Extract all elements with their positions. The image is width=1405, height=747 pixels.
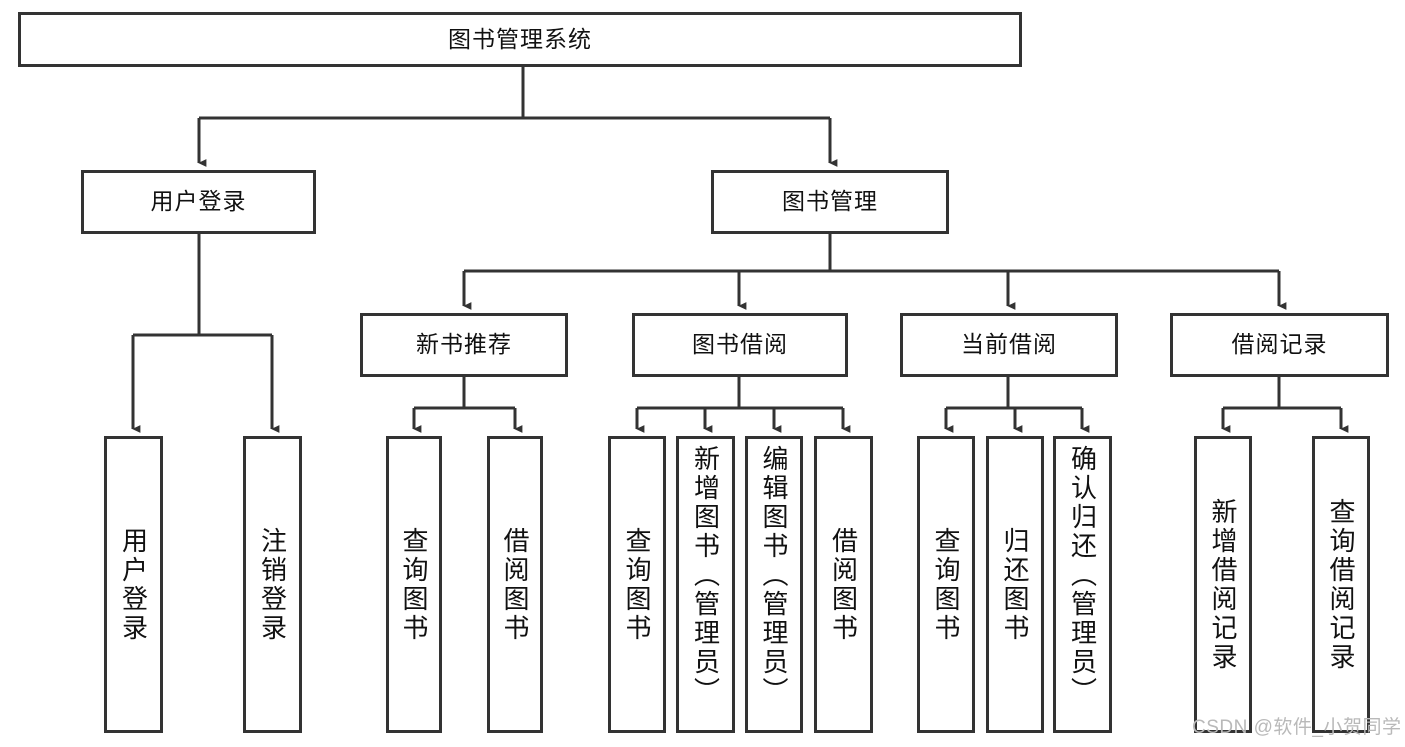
leaf-confirm-return-label: 确认归还（管理员） [1067, 445, 1098, 706]
leaf-add-book-label: 新增图书（管理员） [690, 445, 721, 706]
node-user-login-label: 用户登录 [150, 188, 247, 215]
node-root-label: 图书管理系统 [448, 25, 592, 52]
node-book-borrow-label: 图书借阅 [692, 331, 788, 358]
node-new-book-rec[interactable]: 新书推荐 [360, 313, 568, 377]
node-book-borrow[interactable]: 图书借阅 [632, 313, 848, 377]
csdn-watermark: CSDN @软件_小贺同学 [1192, 717, 1402, 738]
leaf-query-book-3[interactable]: 查询图书 [917, 436, 975, 733]
leaf-borrow-book-1-label: 借阅图书 [500, 526, 531, 643]
leaf-user-logout[interactable]: 注销登录 [243, 436, 302, 733]
leaf-user-login-label: 用户登录 [118, 526, 149, 643]
node-user-login[interactable]: 用户登录 [81, 170, 316, 234]
node-current-borrow[interactable]: 当前借阅 [900, 313, 1118, 377]
leaf-confirm-return[interactable]: 确认归还（管理员） [1053, 436, 1112, 733]
leaf-query-record[interactable]: 查询借阅记录 [1312, 436, 1370, 733]
leaf-return-book-label: 归还图书 [1000, 526, 1031, 643]
node-book-manage-label: 图书管理 [782, 188, 878, 215]
leaf-edit-book[interactable]: 编辑图书（管理员） [745, 436, 803, 733]
leaf-user-login[interactable]: 用户登录 [104, 436, 163, 733]
leaf-add-record-label: 新增借阅记录 [1208, 497, 1239, 672]
leaf-query-book-2[interactable]: 查询图书 [608, 436, 666, 733]
leaf-user-logout-label: 注销登录 [257, 526, 288, 643]
node-borrow-record[interactable]: 借阅记录 [1170, 313, 1389, 377]
leaf-add-book[interactable]: 新增图书（管理员） [676, 436, 735, 733]
node-borrow-record-label: 借阅记录 [1231, 331, 1328, 358]
leaf-edit-book-label: 编辑图书（管理员） [759, 445, 790, 706]
leaf-borrow-book-1[interactable]: 借阅图书 [487, 436, 543, 733]
node-root[interactable]: 图书管理系统 [18, 12, 1022, 67]
node-new-book-rec-label: 新书推荐 [416, 331, 512, 358]
leaf-return-book[interactable]: 归还图书 [986, 436, 1044, 733]
leaf-query-book-1-label: 查询图书 [399, 526, 430, 643]
leaf-query-record-label: 查询借阅记录 [1326, 497, 1357, 672]
leaf-query-book-1[interactable]: 查询图书 [386, 436, 442, 733]
leaf-add-record[interactable]: 新增借阅记录 [1194, 436, 1252, 733]
leaf-query-book-2-label: 查询图书 [622, 526, 653, 643]
leaf-query-book-3-label: 查询图书 [931, 526, 962, 643]
leaf-borrow-book-2-label: 借阅图书 [828, 526, 859, 643]
node-current-borrow-label: 当前借阅 [961, 331, 1057, 358]
leaf-borrow-book-2[interactable]: 借阅图书 [814, 436, 873, 733]
node-book-manage[interactable]: 图书管理 [711, 170, 949, 234]
